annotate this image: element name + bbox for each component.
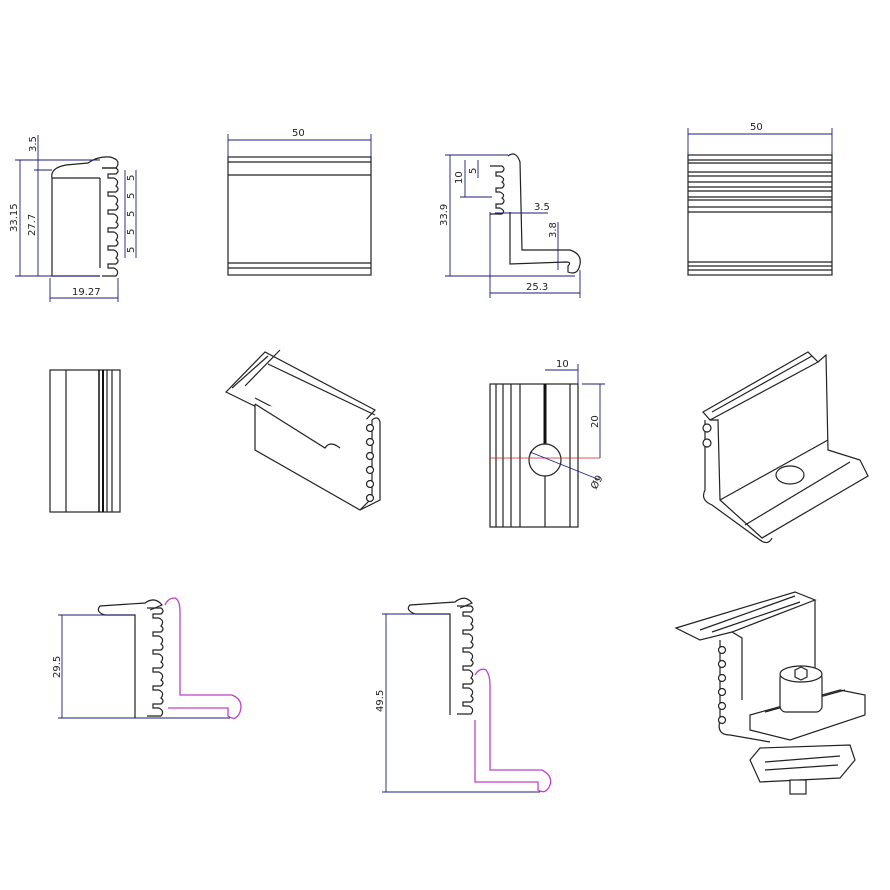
isometric-clamp-right <box>702 351 869 544</box>
dim-length: 50 <box>292 128 305 139</box>
slot-hole-icon <box>717 701 727 711</box>
dim-height: 33.9 <box>439 204 450 226</box>
dim-pitch: 5 <box>126 175 137 181</box>
slot-hole-icon <box>717 659 727 669</box>
dim-hole-position: 20 <box>590 415 601 428</box>
slot-hole-icon <box>365 493 375 503</box>
dimensions-top-left <box>15 135 137 302</box>
dim-width: 19.27 <box>72 287 101 298</box>
face-view-top-right <box>687 128 833 276</box>
dim-thickness: 3.5 <box>534 202 550 213</box>
isometric-assembly <box>674 591 866 795</box>
dim-width: 25.3 <box>526 282 548 293</box>
dim-offset: 10 <box>556 359 569 370</box>
dim-pitch: 5 <box>126 229 137 235</box>
dim-pitch: 5 <box>126 211 137 217</box>
side-view <box>49 369 121 513</box>
profile-top-L <box>445 153 581 298</box>
profile-bottom-left <box>58 597 242 719</box>
dim-pitch-double: 10 <box>454 171 465 184</box>
dim-total-height: 33.15 <box>9 203 20 232</box>
section-view-hole <box>489 364 605 528</box>
isometric-clamp-top <box>224 349 381 511</box>
slot-hole-icon <box>365 423 375 433</box>
dim-height: 49.5 <box>375 690 386 712</box>
slot-hole-icon <box>365 479 375 489</box>
slot-hole-icon <box>717 645 727 655</box>
dim-lip: 3.5 <box>28 136 39 152</box>
slot-hole-icon <box>717 673 727 683</box>
slot-hole-icon <box>717 715 727 725</box>
dim-pitch: 5 <box>468 168 479 174</box>
dim-hook: 3.8 <box>548 222 559 238</box>
slot-hole-icon <box>365 451 375 461</box>
dim-inner-height: 27.7 <box>27 214 38 236</box>
profile-top-left <box>51 156 119 277</box>
slot-hole-icon <box>365 437 375 447</box>
face-view-top <box>227 134 372 276</box>
dim-height: 29.5 <box>52 656 63 678</box>
dim-pitch: 5 <box>126 247 137 253</box>
profile-bottom-mid <box>382 597 552 793</box>
slot-hole-icon <box>365 465 375 475</box>
dim-pitch: 5 <box>126 193 137 199</box>
dim-length: 50 <box>750 122 763 133</box>
slot-hole-icon <box>717 687 727 697</box>
